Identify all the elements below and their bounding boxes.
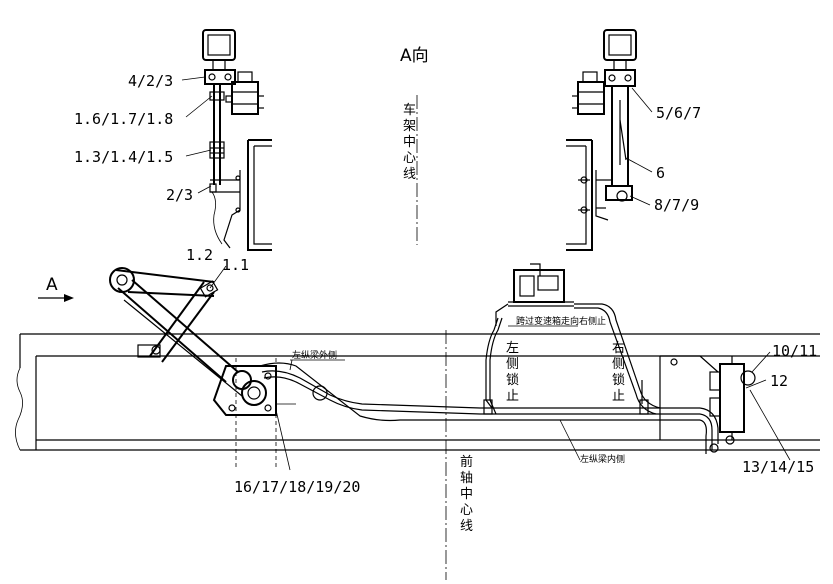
part-label-1-3: 1.3/1.4/1.5 [74,148,173,166]
right-detail-view [566,29,653,251]
front-axle-char-2: 轴 [460,471,473,486]
part-label-5-6-7: 5/6/7 [656,104,701,122]
part-label-8-7-9: 8/7/9 [654,196,699,214]
frame-centerline-char-3: 中 [403,135,416,150]
part-label-6: 6 [656,164,665,182]
right-lock-char-4: 止 [612,389,625,404]
left-lock-char-4: 止 [506,389,519,404]
frame-centerline-text: 车 架 中 心 线 [403,102,416,182]
left-lock-char-2: 侧 [506,357,519,372]
left-lock-char-1: 左 [506,341,519,356]
left-lock-text: 左 侧 锁 止 [506,341,519,404]
part-label-16-20: 16/17/18/19/20 [234,478,360,496]
front-axle-char-1: 前 [460,454,473,470]
part-label-13-14-15: 13/14/15 [742,458,814,476]
part-label-4-2-3: 4/2/3 [128,72,173,90]
view-arrow-label: A [46,275,58,295]
front-axle-char-5: 线 [460,519,473,534]
left-detail-view [181,29,272,251]
front-axle-centerline-text: 前 轴 中 心 线 [460,454,473,534]
part-label-1-1: 1.1 [222,256,249,274]
frame-centerline-char-2: 架 [403,119,416,134]
part-label-2-3: 2/3 [166,186,193,204]
part-label-1-6: 1.6/1.7/1.8 [74,110,173,128]
front-axle-char-3: 中 [460,487,473,502]
right-lock-char-1: 右 [612,341,625,356]
left-beam-outer-label: 左纵梁外侧 [292,349,337,361]
left-beam-inner-label: 左纵梁内侧 [580,453,625,465]
main-plan-view [15,263,820,580]
right-lock-text: 右 侧 锁 止 [612,341,625,404]
front-axle-char-4: 心 [460,503,473,518]
right-lock-char-2: 侧 [612,357,625,372]
frame-centerline-char-4: 心 [403,151,416,166]
left-lock-char-3: 锁 [506,372,519,388]
part-label-1-2: 1.2 [186,246,213,264]
view-title: A向 [400,46,429,66]
right-lock-char-3: 锁 [612,372,625,388]
frame-centerline-char-1: 车 [403,102,416,118]
part-label-12: 12 [770,372,788,390]
part-label-10-11: 10/11 [772,342,817,360]
valve-note-label: 跨过变速箱走向右侧止 [516,315,606,327]
frame-centerline-char-5: 线 [403,167,416,182]
